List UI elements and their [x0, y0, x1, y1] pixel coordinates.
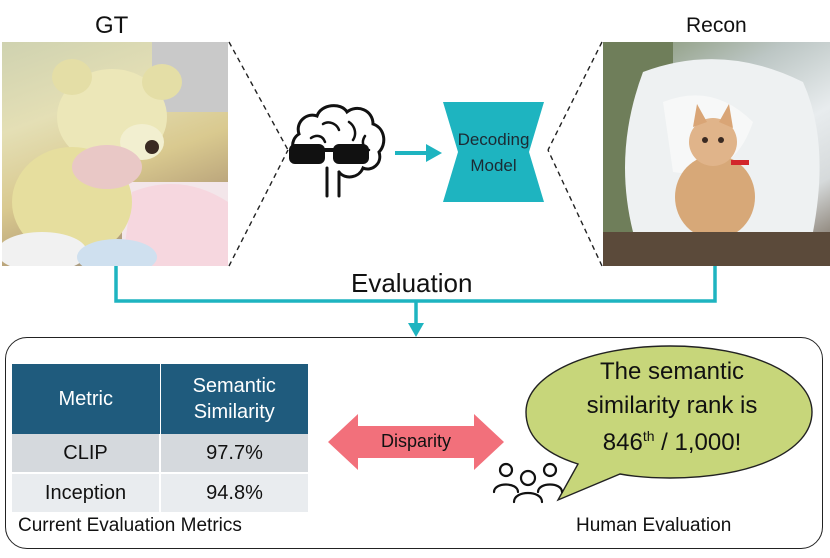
- brain-with-glasses-icon: [289, 104, 386, 198]
- speech-line2: similarity rank is: [586, 392, 758, 419]
- table-row: CLIP 97.7%: [12, 434, 308, 474]
- human-evaluation-caption: Human Evaluation: [576, 515, 732, 536]
- metrics-table: Metric Semantic Similarity CLIP 97.7% In…: [12, 364, 308, 512]
- people-group-icon: [492, 462, 564, 504]
- disparity-label: Disparity: [380, 431, 451, 451]
- recon-label: Recon: [686, 14, 747, 37]
- rank-suffix: th: [642, 428, 655, 444]
- metric-value: 94.8%: [160, 473, 308, 512]
- metric-value: 97.7%: [160, 434, 308, 474]
- speech-line1: The semantic: [599, 358, 745, 385]
- disparity-double-arrow: [328, 414, 504, 470]
- semantic-similarity-header: Semantic Similarity: [160, 364, 308, 434]
- rank-total: / 1,000!: [654, 429, 742, 456]
- semantic-header-line1: Semantic: [192, 375, 276, 397]
- metric-name: Inception: [12, 473, 161, 512]
- evaluation-panel: [5, 337, 823, 549]
- decoding-label-line1: Decoding: [457, 130, 530, 149]
- current-metrics-caption: Current Evaluation Metrics: [18, 515, 242, 536]
- ground-truth-image: [2, 42, 228, 266]
- decoding-label-line2: Model: [470, 156, 517, 175]
- decoding-model-shape: [443, 102, 544, 202]
- reconstruction-image: [603, 42, 830, 266]
- gt-label: GT: [95, 12, 129, 39]
- rank-number: 846: [602, 429, 643, 456]
- speech-line3: 846th / 1,000!: [540, 428, 804, 457]
- table-row: Inception 94.8%: [12, 473, 308, 512]
- metric-header: Metric: [12, 364, 161, 434]
- evaluation-label: Evaluation: [349, 268, 475, 299]
- semantic-header-line2: Similarity: [193, 401, 275, 423]
- speech-bubble: [525, 345, 813, 502]
- metric-name: CLIP: [12, 434, 161, 474]
